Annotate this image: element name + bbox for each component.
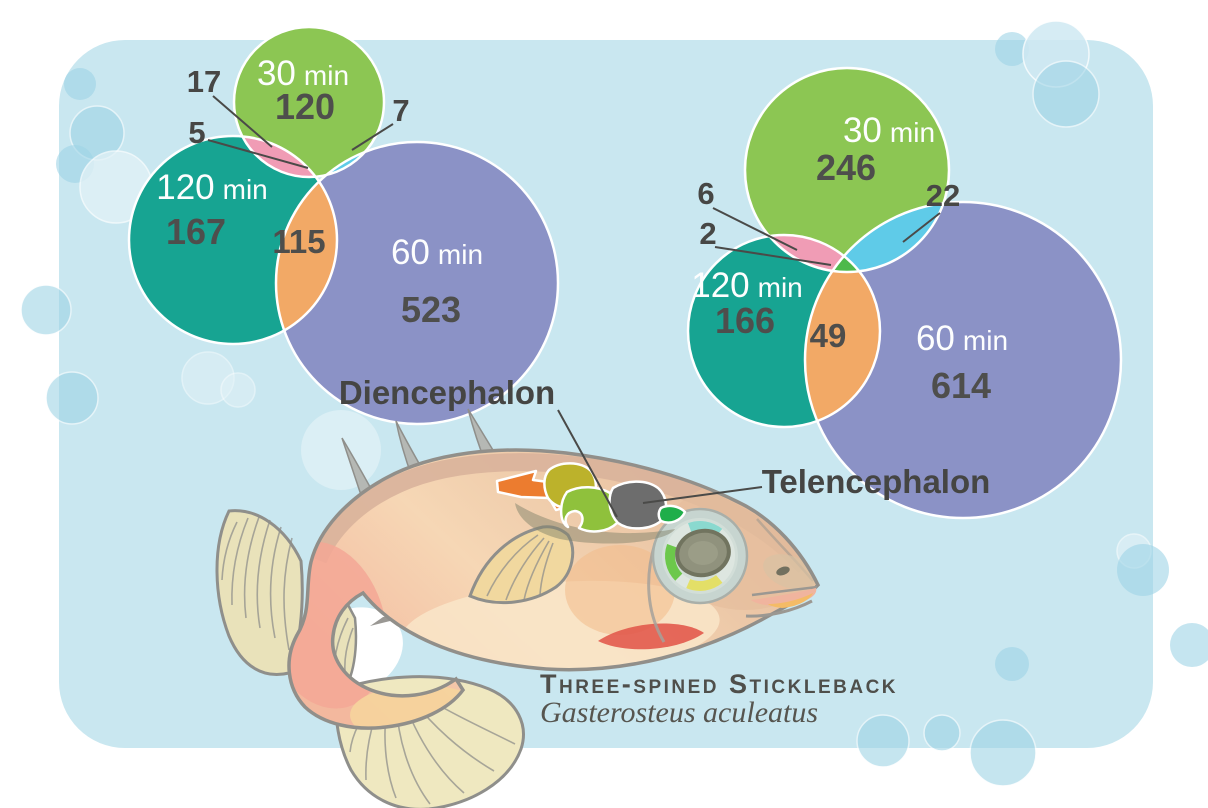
bubble [1032,60,1100,128]
bubble [20,284,72,336]
eye-ring-green [665,521,735,591]
venn-circle-outline [743,66,951,274]
set-count-120min: 167 [166,211,226,252]
bubble [969,719,1037,787]
overlap-count-30-120: 17 [187,64,221,99]
set-count-30min: 120 [275,86,335,127]
fin-veins [486,534,554,601]
dorsal-spine [341,437,377,499]
eye-ring-aqua [665,520,735,591]
fish-eye [651,507,749,605]
diencephalon-pointer-line [557,409,618,518]
overlap-count-center: 5 [188,115,205,150]
venn-circle-outline [232,25,386,179]
overlap-count-30-120: 6 [697,176,714,211]
bubble [995,647,1029,681]
telencephalon-pointer-line [642,486,763,504]
telencephalon-label: Telencephalon [762,463,991,500]
bubble [220,372,256,408]
fish-illustration [215,408,820,808]
species-caption: Three-spined Stickleback Gasterosteus ac… [540,669,898,729]
region-pointers: Diencephalon Telencephalon [339,374,991,518]
venn-circle-60min [276,142,558,424]
species-common-name: Three-spined Stickleback [540,669,898,699]
bubble [995,32,1029,66]
overlap-count-120-60: 49 [810,317,847,354]
brain-shadow [515,503,675,544]
fish-mouth [745,585,818,618]
fish-nostril [776,566,790,576]
callout-line [902,212,941,243]
bubble [856,714,910,768]
callout-line [207,139,309,169]
venn-circle-30min [234,27,384,177]
venn-circle-outline [803,200,1123,520]
bubble [1170,623,1208,667]
callout-line [712,207,798,251]
venn-circle-outline [274,140,560,426]
callout-line [212,95,273,148]
bubble [1117,544,1169,596]
overlap-count-30-60: 22 [926,178,960,213]
gill-red-patch [598,623,704,650]
bubble [64,68,96,100]
bubble [923,714,961,752]
eye-ring-yellow [665,521,735,591]
fish-brain-regions [495,462,687,544]
callout-line [714,246,832,266]
species-scientific-name: Gasterosteus aculeatus [540,696,818,729]
bubble [45,371,99,425]
fin-veins [221,516,293,651]
venn-circle-60min [805,202,1121,518]
bubble [301,410,381,490]
fish-pectoral-fin [468,525,575,605]
brain-region-telencephalon [608,480,668,530]
set-count-30min: 246 [816,147,876,188]
callout-line [351,123,394,151]
brain-region-green-small [657,504,687,524]
diencephalon-label: Diencephalon [339,374,555,411]
overlap-count-120-60: 115 [272,223,325,260]
set-count-60min: 614 [931,365,991,406]
venn-circle-outline [127,134,339,346]
set-count-120min: 166 [715,300,775,341]
overlap-count-center: 2 [699,216,716,251]
set-count-60min: 523 [401,289,461,330]
overlap-count-30-60: 7 [392,93,409,128]
venn-circle-outline [686,233,882,429]
